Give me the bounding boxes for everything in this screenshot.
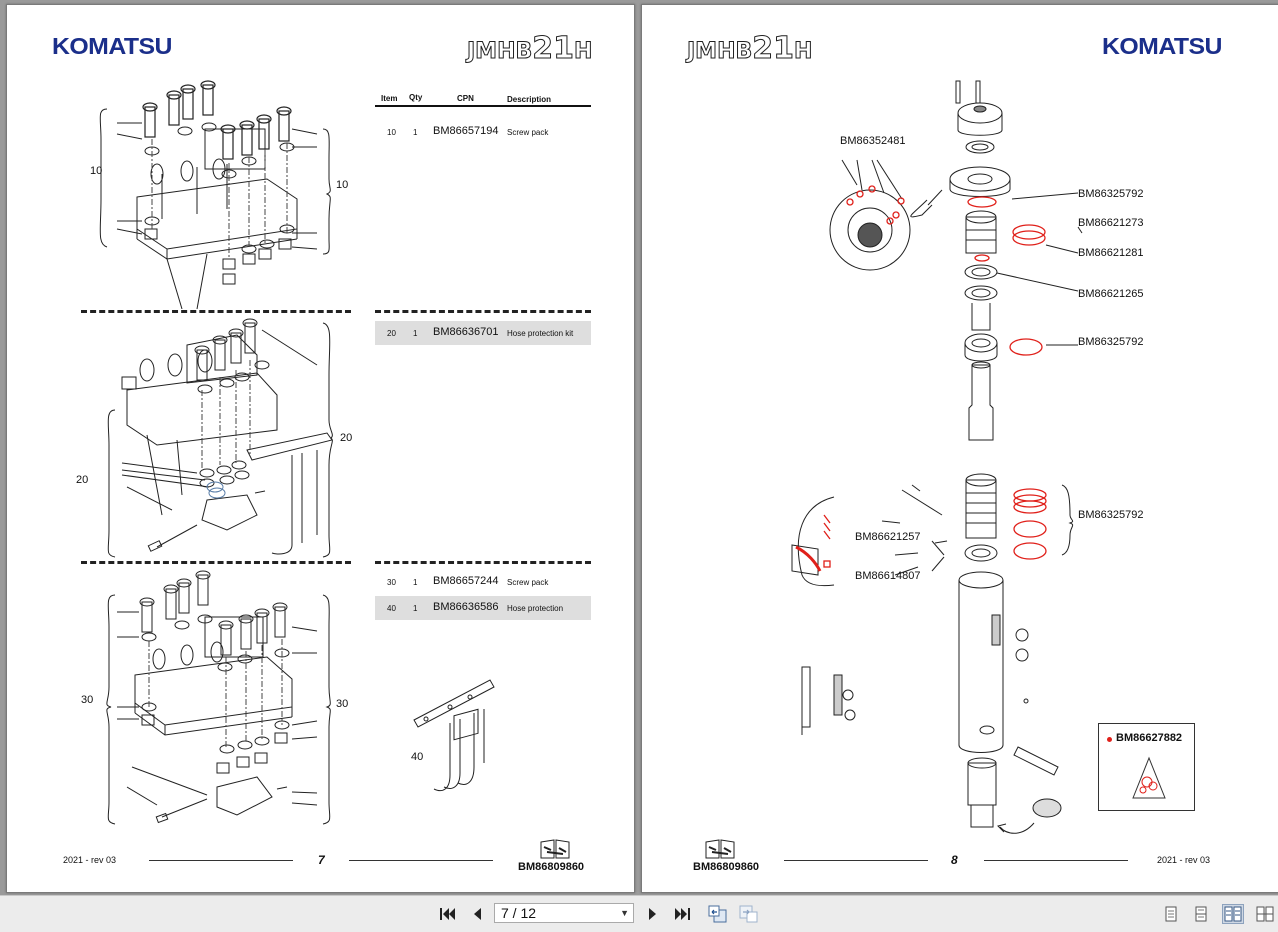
part-label: BM86621273 xyxy=(1078,217,1144,229)
model-logo: JMHB21H xyxy=(466,31,593,67)
footer-rule xyxy=(984,860,1128,861)
red-dot-icon xyxy=(1107,737,1112,742)
page-number: 7 xyxy=(318,853,325,867)
first-page-button[interactable] xyxy=(437,904,457,924)
header-description: Description xyxy=(507,95,552,104)
seal-kit-bag-icon xyxy=(1132,756,1166,799)
diagram-label: 40 xyxy=(411,751,424,763)
part-label: BM86621281 xyxy=(1078,247,1144,259)
part-label: BM86352481 xyxy=(840,135,906,147)
seal-kit-part-number: BM86627882 xyxy=(1116,732,1183,744)
two-page-continuous-view-icon xyxy=(1256,906,1274,922)
continuous-view-icon xyxy=(1195,906,1207,922)
diagram-label: 30 xyxy=(81,694,94,706)
prev-page-button[interactable] xyxy=(467,904,487,924)
table-row: 10 1 BM86657194 Screw pack xyxy=(387,125,549,137)
right-page: JMHB21H KOMATSU xyxy=(641,4,1278,893)
diagram-label: 10 xyxy=(336,179,349,191)
model-logo: JMHB21H xyxy=(686,31,813,67)
manual-book-icon xyxy=(540,839,570,859)
next-page-icon xyxy=(649,908,656,920)
first-page-icon xyxy=(440,908,455,920)
page-number-input[interactable]: 7 / 12 ▼ xyxy=(494,903,634,923)
section-divider xyxy=(375,561,591,564)
footer-rule xyxy=(149,860,293,861)
table-row: 20 1 BM86636701 Hose protection kit xyxy=(375,321,591,345)
komatsu-logo: KOMATSU xyxy=(1102,33,1222,59)
go-back-icon xyxy=(708,905,727,923)
diagram-label: 10 xyxy=(90,165,103,177)
komatsu-logo: KOMATSU xyxy=(52,33,172,59)
diagram-label: 20 xyxy=(340,432,353,444)
part-label: BM86614807 xyxy=(855,570,921,582)
exploded-diagram-hose-protection-20 xyxy=(107,318,333,558)
last-page-icon xyxy=(675,908,690,920)
table-row: 40 1 BM86636586 Hose protection xyxy=(375,596,591,620)
diagram-label: 20 xyxy=(76,474,89,486)
part-label: BM86325792 xyxy=(1078,336,1144,348)
next-page-button[interactable] xyxy=(643,904,663,924)
continuous-view-button[interactable] xyxy=(1190,904,1212,924)
section-divider xyxy=(375,310,591,313)
header-item: Item xyxy=(381,94,398,103)
single-page-view-icon xyxy=(1165,906,1177,922)
diagram-label: 30 xyxy=(336,698,349,710)
doc-code: BM86809860 xyxy=(693,861,760,873)
section-divider xyxy=(81,561,351,564)
two-page-continuous-view-button[interactable] xyxy=(1254,904,1276,924)
go-forward-button[interactable] xyxy=(737,904,761,924)
exploded-diagram-cylinder xyxy=(791,80,1083,834)
table-header-rule xyxy=(375,105,591,107)
seal-kit-callout: BM86627882 xyxy=(1098,723,1195,811)
hose-protection-bracket-40 xyxy=(413,679,495,792)
viewer-toolbar: 7 / 12 ▼ xyxy=(0,895,1278,932)
prev-page-icon xyxy=(474,908,481,920)
exploded-diagram-screw-pack-10 xyxy=(99,80,331,309)
doc-code: BM86809860 xyxy=(518,861,585,873)
two-page-view-button[interactable] xyxy=(1222,904,1244,924)
single-page-view-button[interactable] xyxy=(1160,904,1182,924)
part-label: BM86621265 xyxy=(1078,288,1144,300)
go-back-button[interactable] xyxy=(705,904,729,924)
footer-revision: 2021 - rev 03 xyxy=(1157,855,1211,865)
footer-rule xyxy=(784,860,928,861)
dropdown-arrow-icon: ▼ xyxy=(620,908,629,918)
part-label: BM86325792 xyxy=(1078,509,1144,521)
go-forward-icon xyxy=(739,905,758,923)
left-page: KOMATSU JMHB21H Item Qty CPN Description… xyxy=(6,4,635,893)
last-page-button[interactable] xyxy=(673,904,693,924)
part-label: BM86621257 xyxy=(855,531,921,543)
page-number: 8 xyxy=(951,853,958,867)
part-label: BM86325792 xyxy=(1078,188,1144,200)
table-row: 30 1 BM86657244 Screw pack xyxy=(387,575,549,587)
exploded-diagram-screw-pack-30 xyxy=(106,570,331,825)
section-divider xyxy=(81,310,351,313)
footer-rule xyxy=(349,860,493,861)
header-qty: Qty xyxy=(409,93,423,102)
footer-revision: 2021 - rev 03 xyxy=(63,855,117,865)
manual-book-icon xyxy=(705,839,735,859)
header-cpn: CPN xyxy=(457,94,474,103)
two-page-view-icon xyxy=(1224,906,1242,922)
